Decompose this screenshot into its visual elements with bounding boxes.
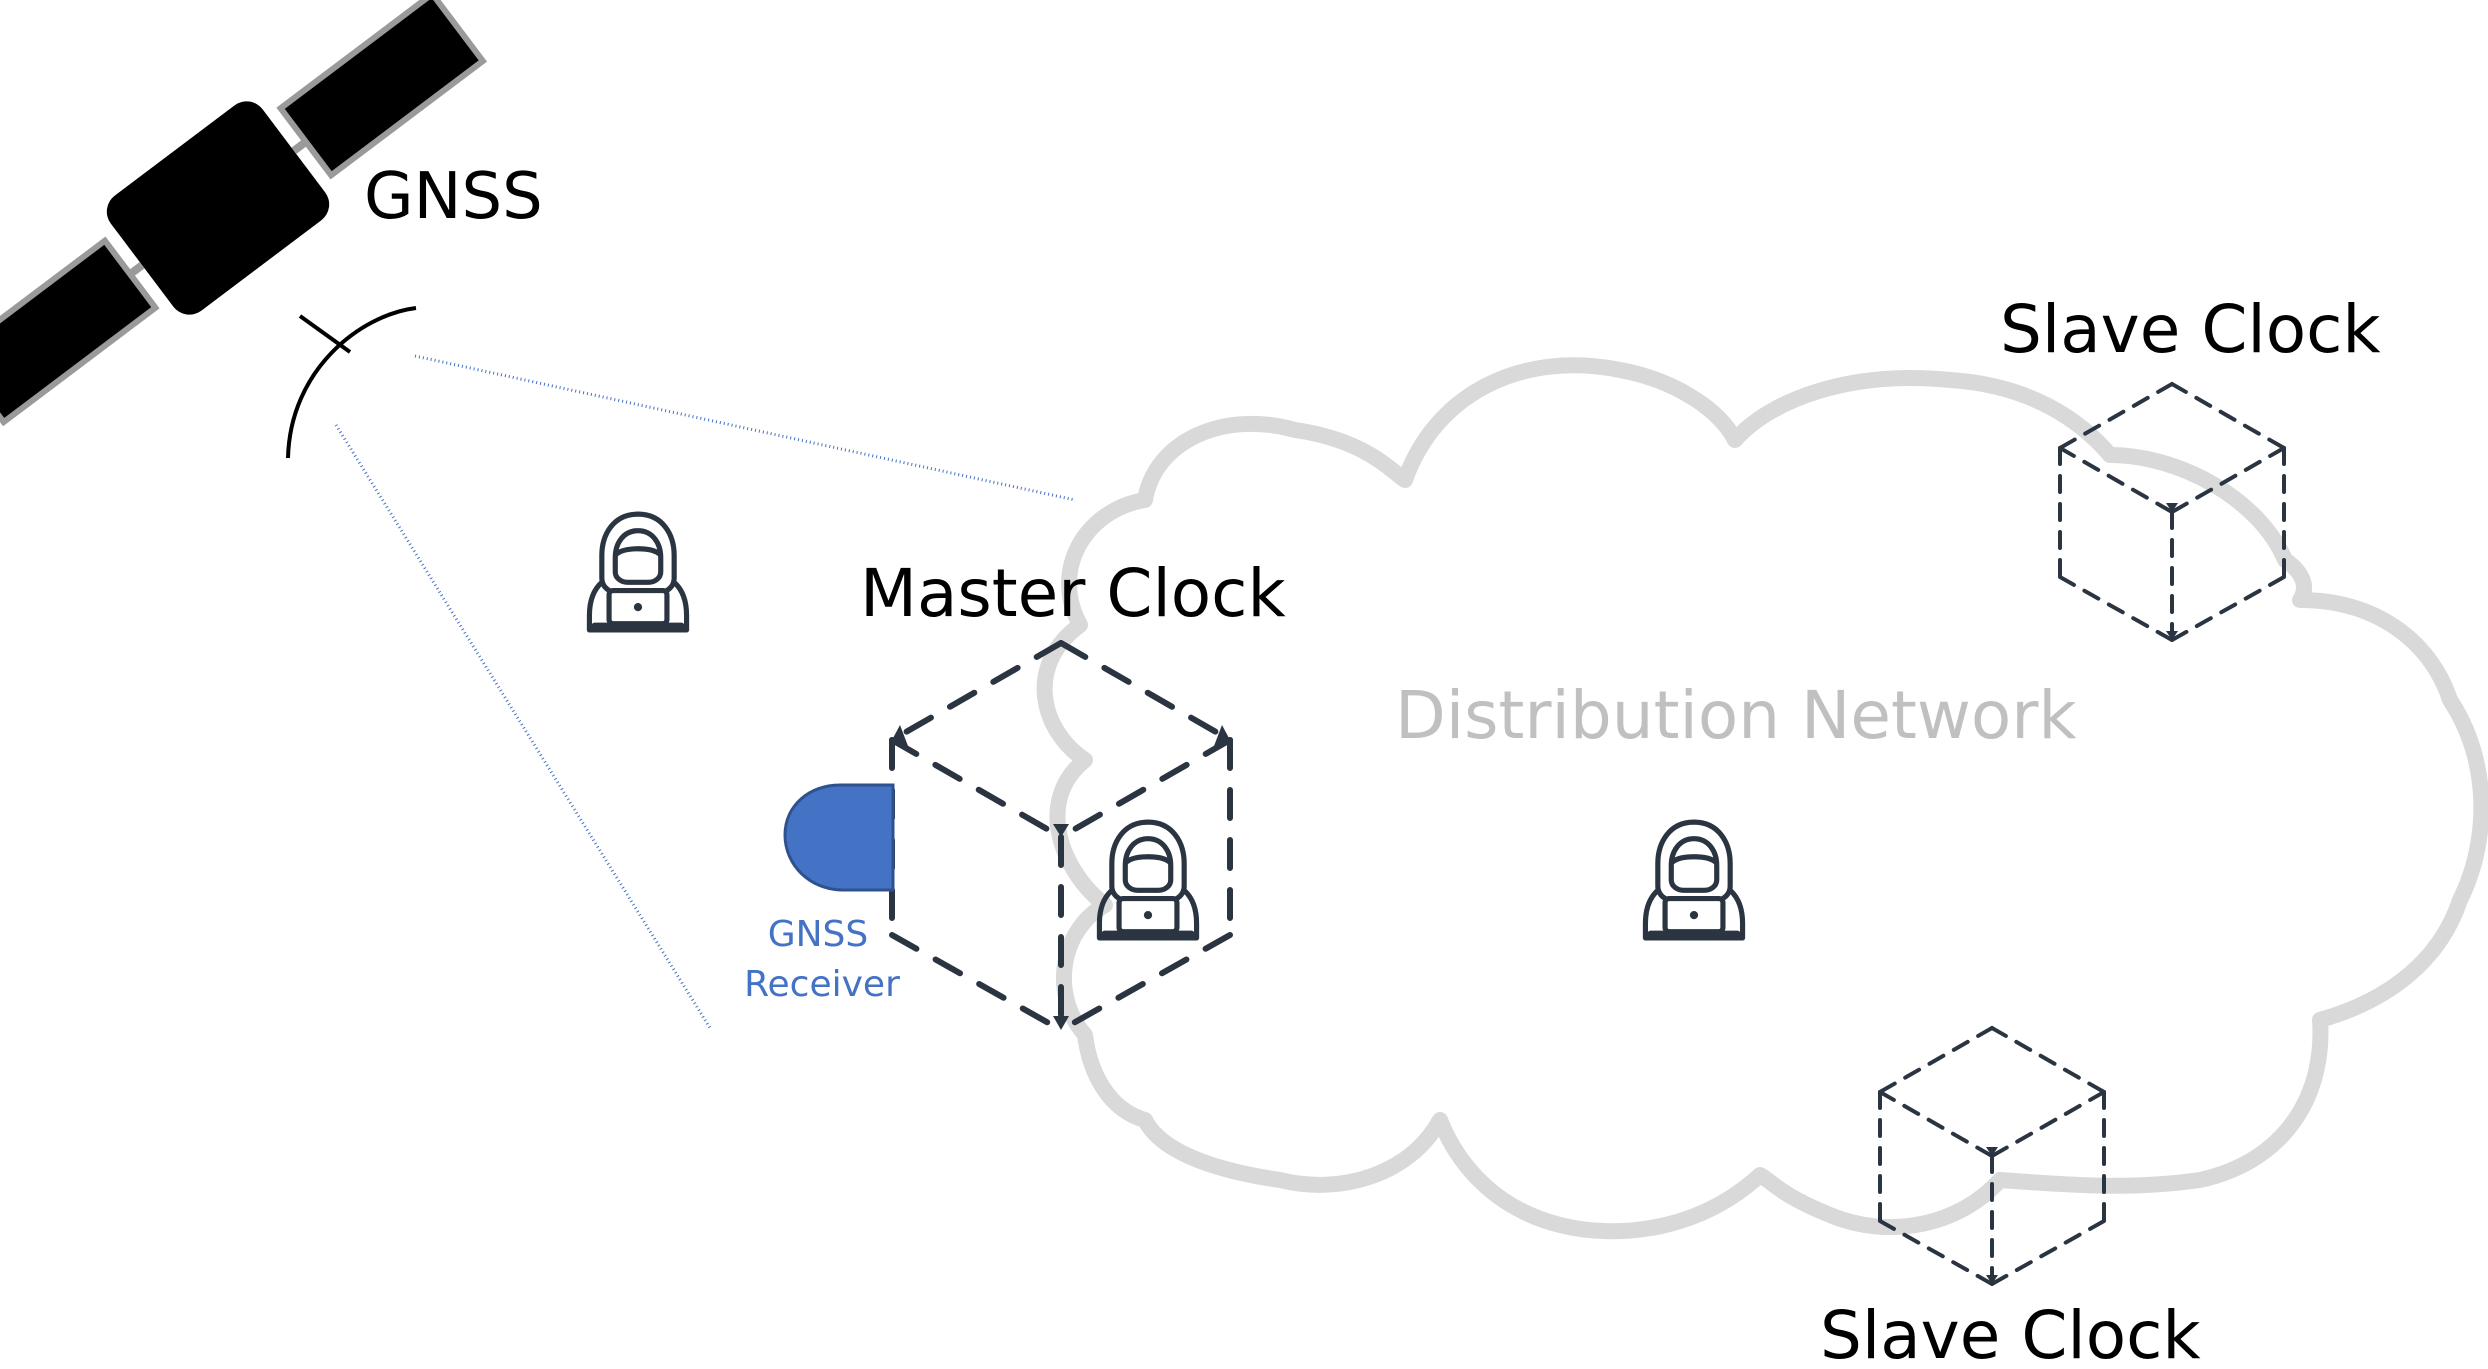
satellite-icon — [0, 0, 488, 459]
slave-clock-cube-top-arrowheads — [2166, 503, 2178, 640]
attacker-icon-signal-path — [589, 514, 686, 630]
gnss-signal-beam — [334, 354, 1076, 1029]
slave-clock-cube-bottom — [1878, 1026, 2106, 1286]
gnss-receiver-label-line1: GNSS — [768, 914, 869, 955]
gnss-receiver-label-line2: Receiver — [744, 964, 900, 1005]
master-clock-label: Master Clock — [860, 555, 1286, 632]
slave-clock-bottom-label: Slave Clock — [1820, 1297, 2201, 1369]
master-clock-cube-arrowheads — [892, 725, 1230, 1030]
slave-clock-cube-top — [2058, 382, 2286, 642]
signal-line-upper — [414, 354, 1076, 502]
gnss-label: GNSS — [364, 160, 543, 234]
master-clock-cube — [889, 640, 1233, 1033]
satellite-antenna-mast — [298, 314, 352, 354]
receiver-drop-icon — [783, 783, 895, 892]
cloud-outline — [1036, 357, 2488, 1240]
slave-clock-top-label: Slave Clock — [2000, 291, 2381, 368]
satellite-panel-right — [276, 0, 488, 180]
satellite-body — [106, 101, 330, 315]
distribution-network-label: Distribution Network — [1395, 677, 2077, 754]
slave-clock-cube-bottom-arrowheads — [1986, 1147, 1998, 1284]
satellite-dish — [286, 306, 417, 459]
distribution-network-cloud — [1036, 357, 2488, 1240]
gnss-receiver: GNSS Receiver — [744, 783, 900, 1005]
